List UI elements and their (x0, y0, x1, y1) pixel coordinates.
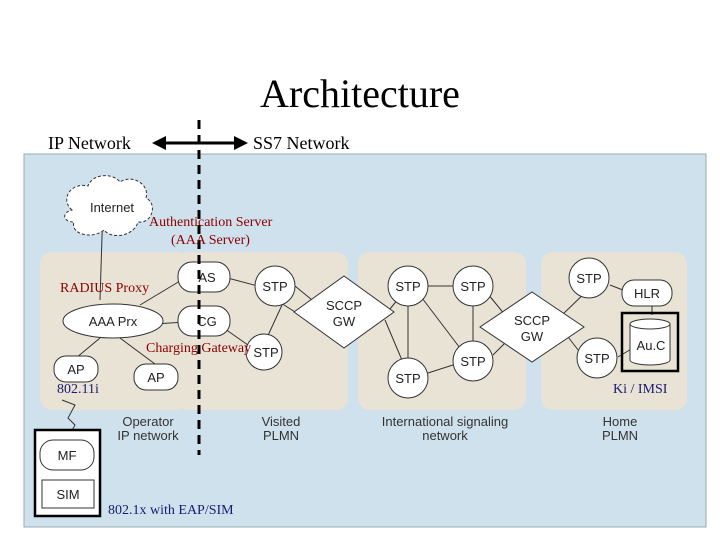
cg-node (177, 305, 231, 337)
sccp-gw-left-line1: SCCP (326, 298, 362, 313)
cg-node-label: CG (197, 314, 217, 329)
stp-intl-3-label: STP (395, 371, 420, 386)
operator-region-label-1: Operator (122, 414, 174, 429)
stp-home-bottom-label: STP (584, 351, 609, 366)
as-node (177, 261, 231, 293)
stp-home-top (568, 257, 610, 299)
sim-node (41, 479, 95, 509)
radius-proxy-annotation: RADIUS Proxy (60, 281, 150, 296)
auc-database-icon (629, 318, 671, 366)
stp-intl-4 (452, 340, 494, 382)
stp-intl-2 (452, 265, 494, 307)
home-region-label-2: PLMN (602, 428, 638, 443)
visited-region-label-1: Visited (262, 414, 301, 429)
stp-visited-top-label: STP (262, 279, 287, 294)
aaa-prx-label: AAA Prx (89, 314, 138, 329)
ip-network-label: IP Network (48, 133, 131, 153)
ss7-network-label: SS7 Network (253, 133, 350, 153)
sim-node-label: SIM (56, 487, 79, 502)
auc-node-label: Au.C (637, 338, 666, 353)
ap-left-label: AP (67, 362, 84, 377)
stp-visited-bottom (245, 333, 283, 371)
auth-server-annotation-1: Authentication Server (149, 215, 273, 230)
stp-intl-4-label: STP (460, 354, 485, 369)
sccp-gw-right-line1: SCCP (514, 313, 550, 328)
intl-region-label-1: International signaling (382, 414, 508, 429)
stp-visited-top (254, 265, 296, 307)
stp-home-bottom (576, 337, 618, 379)
internet-node-label: Internet (90, 200, 134, 215)
as-node-label: AS (198, 270, 216, 285)
stp-intl-2-label: STP (460, 279, 485, 294)
ap-right-label: AP (147, 370, 164, 385)
ap-node-right (133, 363, 179, 391)
visited-region-label-2: PLMN (263, 428, 299, 443)
charging-gateway-annotation: Charging Gateway (146, 341, 252, 356)
sccp-gw-right-line2: GW (521, 329, 544, 344)
internet-cloud: Internet (64, 175, 153, 237)
stp-intl-1-label: STP (395, 279, 420, 294)
sccp-gw-left-line2: GW (333, 314, 356, 329)
auth-server-annotation-2: (AAA Server) (171, 233, 250, 248)
auc-highlight-box (620, 311, 680, 373)
stp-intl-3 (387, 357, 429, 399)
stp-intl-1 (387, 265, 429, 307)
aaa-prx-node (62, 303, 164, 339)
slide-title: Architecture (260, 71, 460, 116)
mf-node-label: MF (58, 448, 77, 463)
sccp-gw-left (293, 275, 395, 349)
mf-node (39, 439, 95, 471)
stp-visited-bottom-label: STP (253, 345, 278, 360)
ap-node-left (53, 355, 99, 383)
operator-region-label-2: IP network (117, 428, 179, 443)
hlr-node (621, 279, 673, 307)
intl-region-label-2: network (422, 428, 468, 443)
hlr-node-label: HLR (634, 286, 660, 301)
ki-imsi-annotation: Ki / IMSI (613, 382, 668, 397)
eap-sim-annotation: 802.1x with EAP/SIM (108, 503, 234, 518)
dot11i-annotation: 802.11i (57, 382, 99, 397)
sccp-gw-right (479, 291, 585, 363)
stp-home-top-label: STP (576, 271, 601, 286)
home-region-label-1: Home (603, 414, 638, 429)
